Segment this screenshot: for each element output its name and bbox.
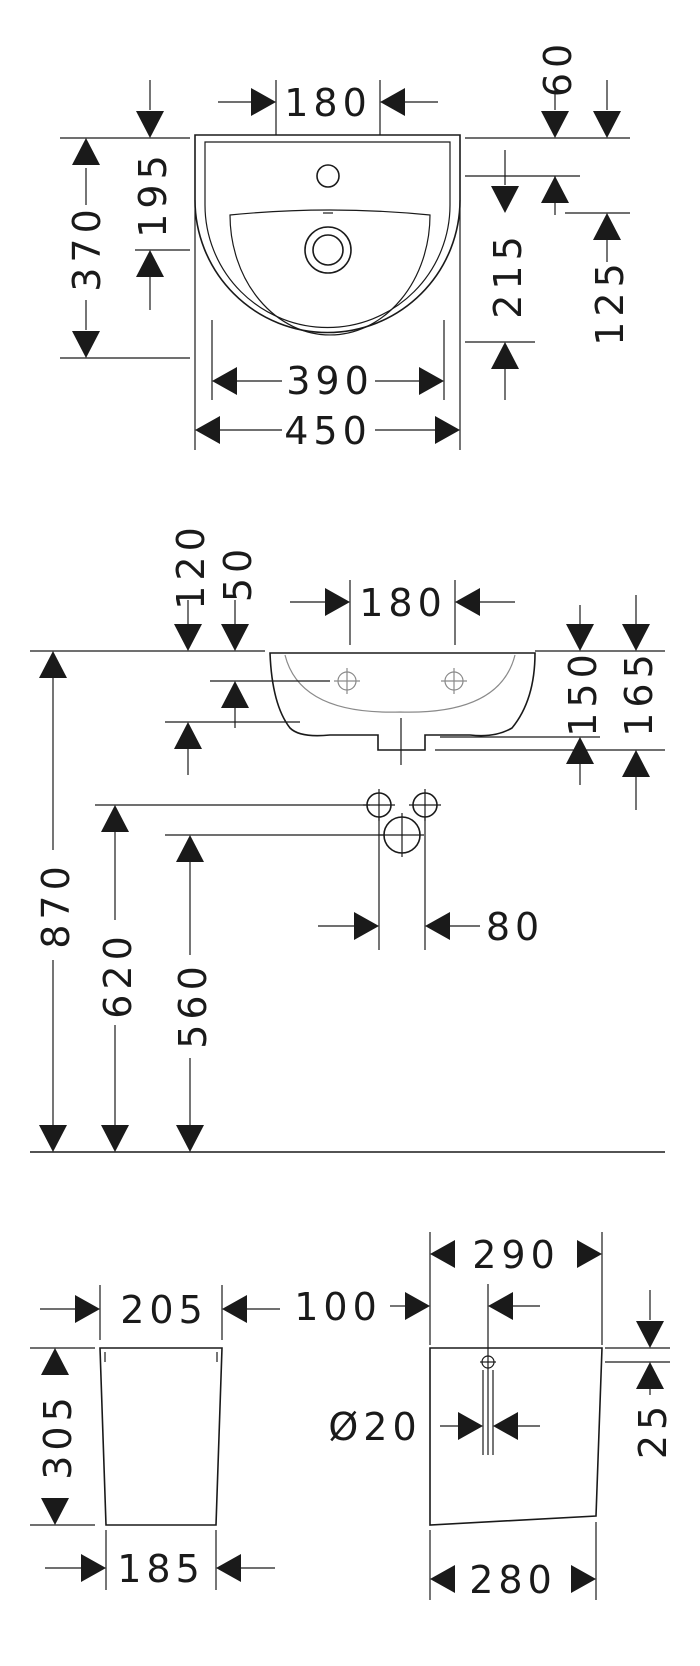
- tap-hole: [316, 164, 340, 188]
- ped-dim-185: 185: [117, 1547, 205, 1591]
- ped-dim-100: 100: [294, 1285, 382, 1329]
- plan-view: 180 370 195 60 215: [60, 39, 632, 453]
- plan-dim-450: 450: [284, 409, 372, 453]
- pedestal-side-outline: [429, 1347, 603, 1526]
- ped-dim-205: 205: [120, 1288, 208, 1332]
- pedestal-front-outline: [99, 1347, 223, 1526]
- elev-dim-180: 180: [359, 581, 447, 625]
- elev-dim-50: 50: [216, 544, 260, 602]
- bowl-profile: [284, 654, 516, 713]
- plan-dim-195: 195: [131, 150, 175, 238]
- elev-dim-620: 620: [96, 931, 140, 1019]
- plan-dim-215: 215: [486, 231, 530, 319]
- plan-dim-370: 370: [65, 204, 109, 292]
- pedestal-side-view: 290 100 25 Ø20 280: [294, 1232, 675, 1602]
- waste-outlet-outer: [304, 226, 352, 274]
- elev-dim-560: 560: [171, 961, 215, 1049]
- plan-dim-390: 390: [286, 359, 374, 403]
- pedestal-front-view: 205 305 185: [30, 1285, 280, 1591]
- elev-dim-165: 165: [617, 649, 661, 737]
- waste-outlet-inner: [312, 234, 344, 266]
- basin-profile: [269, 652, 536, 751]
- elev-dim-120: 120: [169, 522, 213, 610]
- basin-outline: [194, 134, 461, 334]
- ped-dim-280: 280: [469, 1558, 557, 1602]
- plan-dim-125: 125: [588, 258, 632, 346]
- elevation-view: 180 120 50 150 165: [30, 522, 665, 1153]
- elev-dim-150: 150: [561, 649, 605, 737]
- ped-dim-305: 305: [36, 1392, 80, 1480]
- plan-dim-180: 180: [284, 81, 372, 125]
- plan-dim-60: 60: [536, 39, 580, 97]
- basin-inner-rim: [204, 141, 451, 329]
- elev-dim-80: 80: [486, 905, 544, 949]
- ped-dim-25: 25: [631, 1401, 675, 1459]
- elev-dim-870: 870: [34, 861, 78, 949]
- bowl-outline: [229, 209, 431, 336]
- ped-dim-290: 290: [472, 1233, 560, 1277]
- ped-dim-diameter-20: Ø20: [328, 1405, 421, 1449]
